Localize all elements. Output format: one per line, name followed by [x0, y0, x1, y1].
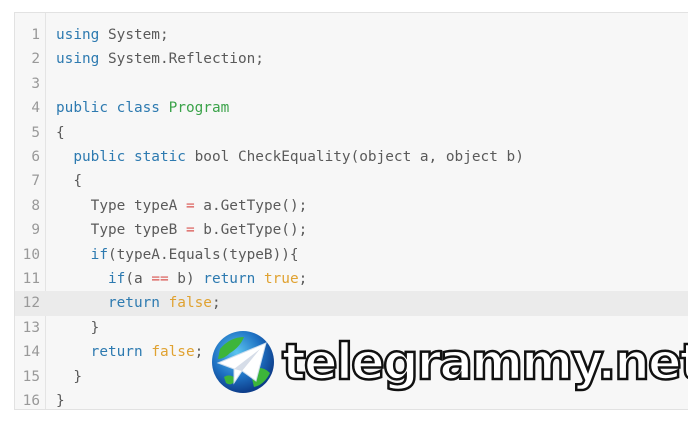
code-token — [56, 271, 108, 287]
code-token: false — [151, 344, 195, 361]
code-line: 9 Type typeB = b.GetType(); — [15, 218, 688, 242]
code-line: 11 if(a == b) return true; — [15, 267, 688, 291]
code-token: class — [116, 100, 160, 117]
code-line: 2 using System.Reflection; — [15, 47, 688, 71]
code-token — [56, 149, 73, 165]
code-token: Type typeA — [56, 197, 186, 214]
code-line: 7 { — [15, 169, 688, 193]
code-token: System.Reflection; — [99, 51, 264, 68]
code-token: return — [107, 295, 160, 312]
code-token: } — [56, 368, 82, 385]
line-number: 11 — [22, 271, 40, 287]
code-text: using System; — [56, 23, 169, 47]
code-token: ; — [298, 271, 308, 287]
telegram-globe-icon — [212, 331, 274, 393]
code-token: { — [56, 173, 82, 190]
code-text: public class Program — [56, 96, 229, 120]
line-number: 13 — [22, 319, 40, 336]
code-token: return — [90, 344, 143, 361]
line-number: 16 — [22, 393, 40, 409]
line-number-gutter — [15, 13, 46, 409]
code-token: System; — [99, 27, 169, 43]
code-token — [56, 295, 108, 311]
line-number: 15 — [22, 368, 40, 385]
line-number: 8 — [31, 197, 40, 214]
code-token: if — [90, 246, 108, 263]
code-line: 5{ — [15, 121, 688, 145]
watermark-text: telegrammy.net — [281, 333, 688, 391]
line-number: 10 — [22, 246, 40, 263]
line-number: 2 — [31, 51, 40, 68]
code-token — [56, 247, 91, 263]
code-token: (a — [125, 271, 152, 287]
code-token: Program — [168, 100, 230, 117]
code-text: { — [56, 121, 65, 145]
line-number: 9 — [31, 222, 40, 239]
code-block: 1 using System; 2 using System.Reflection; 3… — [14, 12, 688, 410]
code-text: } — [56, 316, 100, 340]
code-token: b) — [168, 271, 204, 287]
code-line: 6 public static bool CheckEquality(objec… — [15, 145, 688, 169]
code-token: return — [203, 271, 256, 287]
code-token — [56, 344, 91, 360]
watermark: telegrammy.net — [210, 330, 688, 394]
code-line: 3 — [15, 72, 688, 96]
code-token: } — [56, 319, 100, 336]
code-token: = — [185, 197, 195, 214]
code-token: public — [73, 149, 126, 165]
code-token: b.GetType(); — [194, 222, 308, 239]
code-line: 1 using System; — [15, 23, 688, 47]
code-token — [143, 344, 152, 360]
code-line: 8 Type typeA = a.GetType(); — [15, 194, 688, 218]
line-number: 1 — [31, 27, 40, 43]
code-line: 14 return false; — [15, 340, 688, 364]
code-text: return false; — [56, 340, 204, 364]
code-token: public — [56, 100, 108, 117]
code-text: return false; — [56, 291, 221, 315]
code-token: true — [263, 271, 299, 287]
code-token: a.GetType(); — [194, 197, 308, 214]
line-number: 6 — [31, 149, 40, 165]
code-token: if — [107, 271, 126, 287]
code-token — [255, 271, 264, 287]
code-line: 10 if(typeA.Equals(typeB)){ — [15, 243, 688, 267]
code-text: public static bool CheckEquality(object … — [56, 145, 524, 169]
code-line: 13 } — [15, 316, 688, 340]
code-token: Type typeB — [56, 222, 186, 239]
code-line: 15 } — [15, 365, 688, 389]
code-token: false — [168, 295, 212, 312]
code-token — [160, 295, 169, 311]
code-text: if(a == b) return true; — [56, 267, 307, 291]
code-token: == — [151, 271, 169, 287]
code-token: ; — [211, 295, 221, 312]
code-text: Type typeB = b.GetType(); — [56, 218, 308, 242]
line-number: 5 — [31, 124, 40, 141]
code-text: Type typeA = a.GetType(); — [56, 194, 308, 218]
line-number: 3 — [31, 75, 40, 92]
line-number: 14 — [22, 344, 40, 361]
code-text: { — [56, 169, 82, 193]
code-token: using — [56, 27, 100, 43]
code-text: if(typeA.Equals(typeB)){ — [56, 243, 299, 267]
code-line: 16} — [15, 389, 688, 413]
line-number: 7 — [31, 173, 40, 190]
line-number: 12 — [22, 295, 40, 312]
code-token: { — [56, 124, 65, 141]
code-token — [160, 100, 169, 116]
code-text: using System.Reflection; — [56, 47, 264, 71]
code-token: static — [133, 149, 186, 165]
code-token: } — [56, 393, 65, 409]
code-text: } — [56, 389, 65, 413]
code-token: bool CheckEquality(object a, object b) — [185, 149, 524, 165]
code-token: using — [56, 51, 100, 68]
code-line: 4 public class Program — [15, 96, 688, 120]
code-text: } — [56, 365, 82, 389]
code-token: = — [185, 222, 195, 239]
code-token — [108, 100, 117, 116]
code-token: ; — [194, 344, 204, 361]
code-line: 12 return false; — [15, 291, 688, 316]
line-number: 4 — [31, 100, 40, 117]
code-token — [125, 149, 134, 165]
code-token: (typeA.Equals(typeB)){ — [107, 246, 299, 263]
